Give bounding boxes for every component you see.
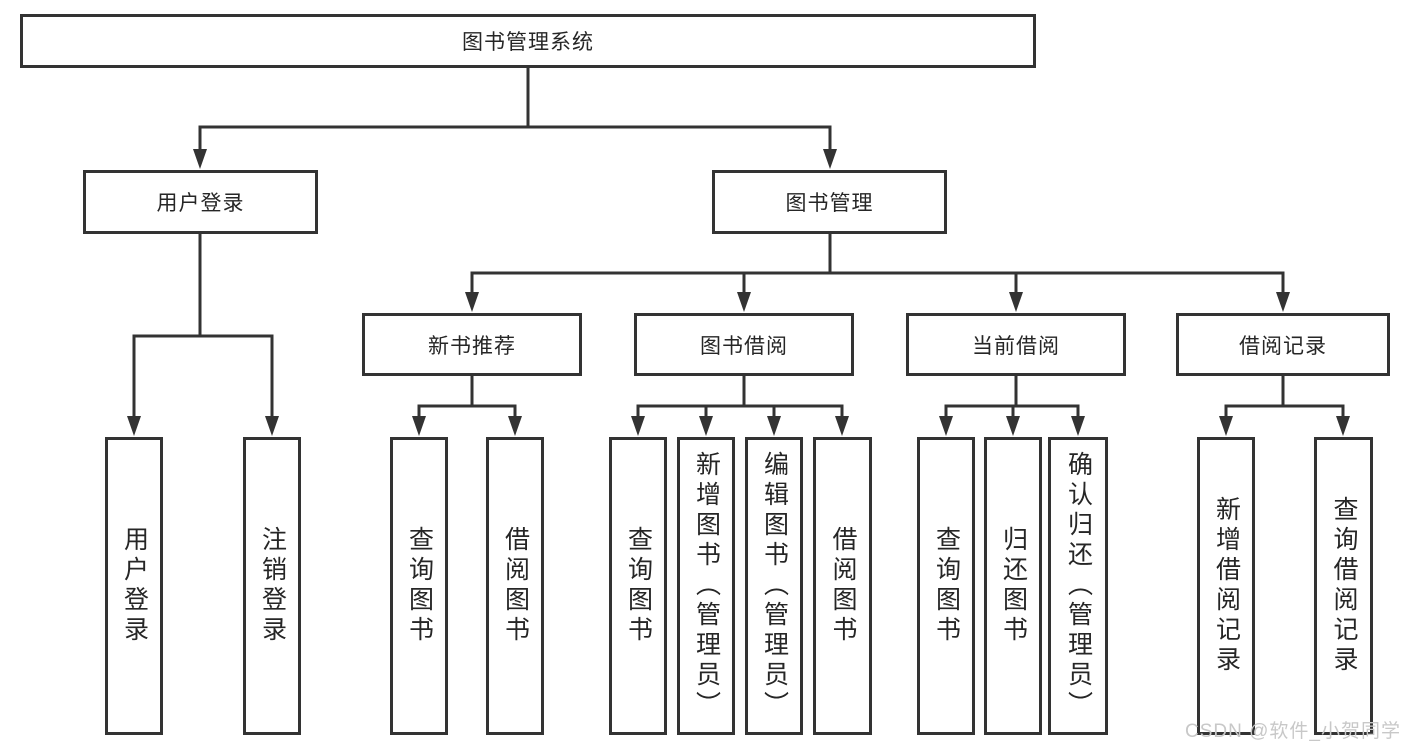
leaf-return-books: 归还图书: [984, 437, 1042, 735]
leaf-edit-book-admin: 编辑图书（管理员）: [745, 437, 803, 735]
leaf-query-books-borrow: 查询图书: [609, 437, 667, 735]
leaf-user-login: 用户登录: [105, 437, 163, 735]
leaf-query-borrow-record: 查询借阅记录: [1314, 437, 1373, 735]
node-borrowing-records: 借阅记录: [1176, 313, 1390, 376]
node-user-login: 用户登录: [83, 170, 318, 234]
leaf-query-books-current: 查询图书: [917, 437, 975, 735]
node-book-borrowing: 图书借阅: [634, 313, 854, 376]
leaf-confirm-return-admin: 确认归还（管理员）: [1048, 437, 1108, 735]
node-book-management: 图书管理: [712, 170, 947, 234]
csdn-watermark: CSDN @软件_小贺同学: [1185, 721, 1401, 742]
leaf-logout: 注销登录: [243, 437, 301, 735]
leaf-query-books-recommend: 查询图书: [390, 437, 448, 735]
node-current-borrowing: 当前借阅: [906, 313, 1126, 376]
leaf-borrow-books-recommend: 借阅图书: [486, 437, 544, 735]
leaf-add-book-admin: 新增图书（管理员）: [677, 437, 735, 735]
leaf-add-borrow-record: 新增借阅记录: [1197, 437, 1255, 735]
node-new-book-recommend: 新书推荐: [362, 313, 582, 376]
leaf-borrow-books: 借阅图书: [813, 437, 872, 735]
node-library-system: 图书管理系统: [20, 14, 1036, 68]
